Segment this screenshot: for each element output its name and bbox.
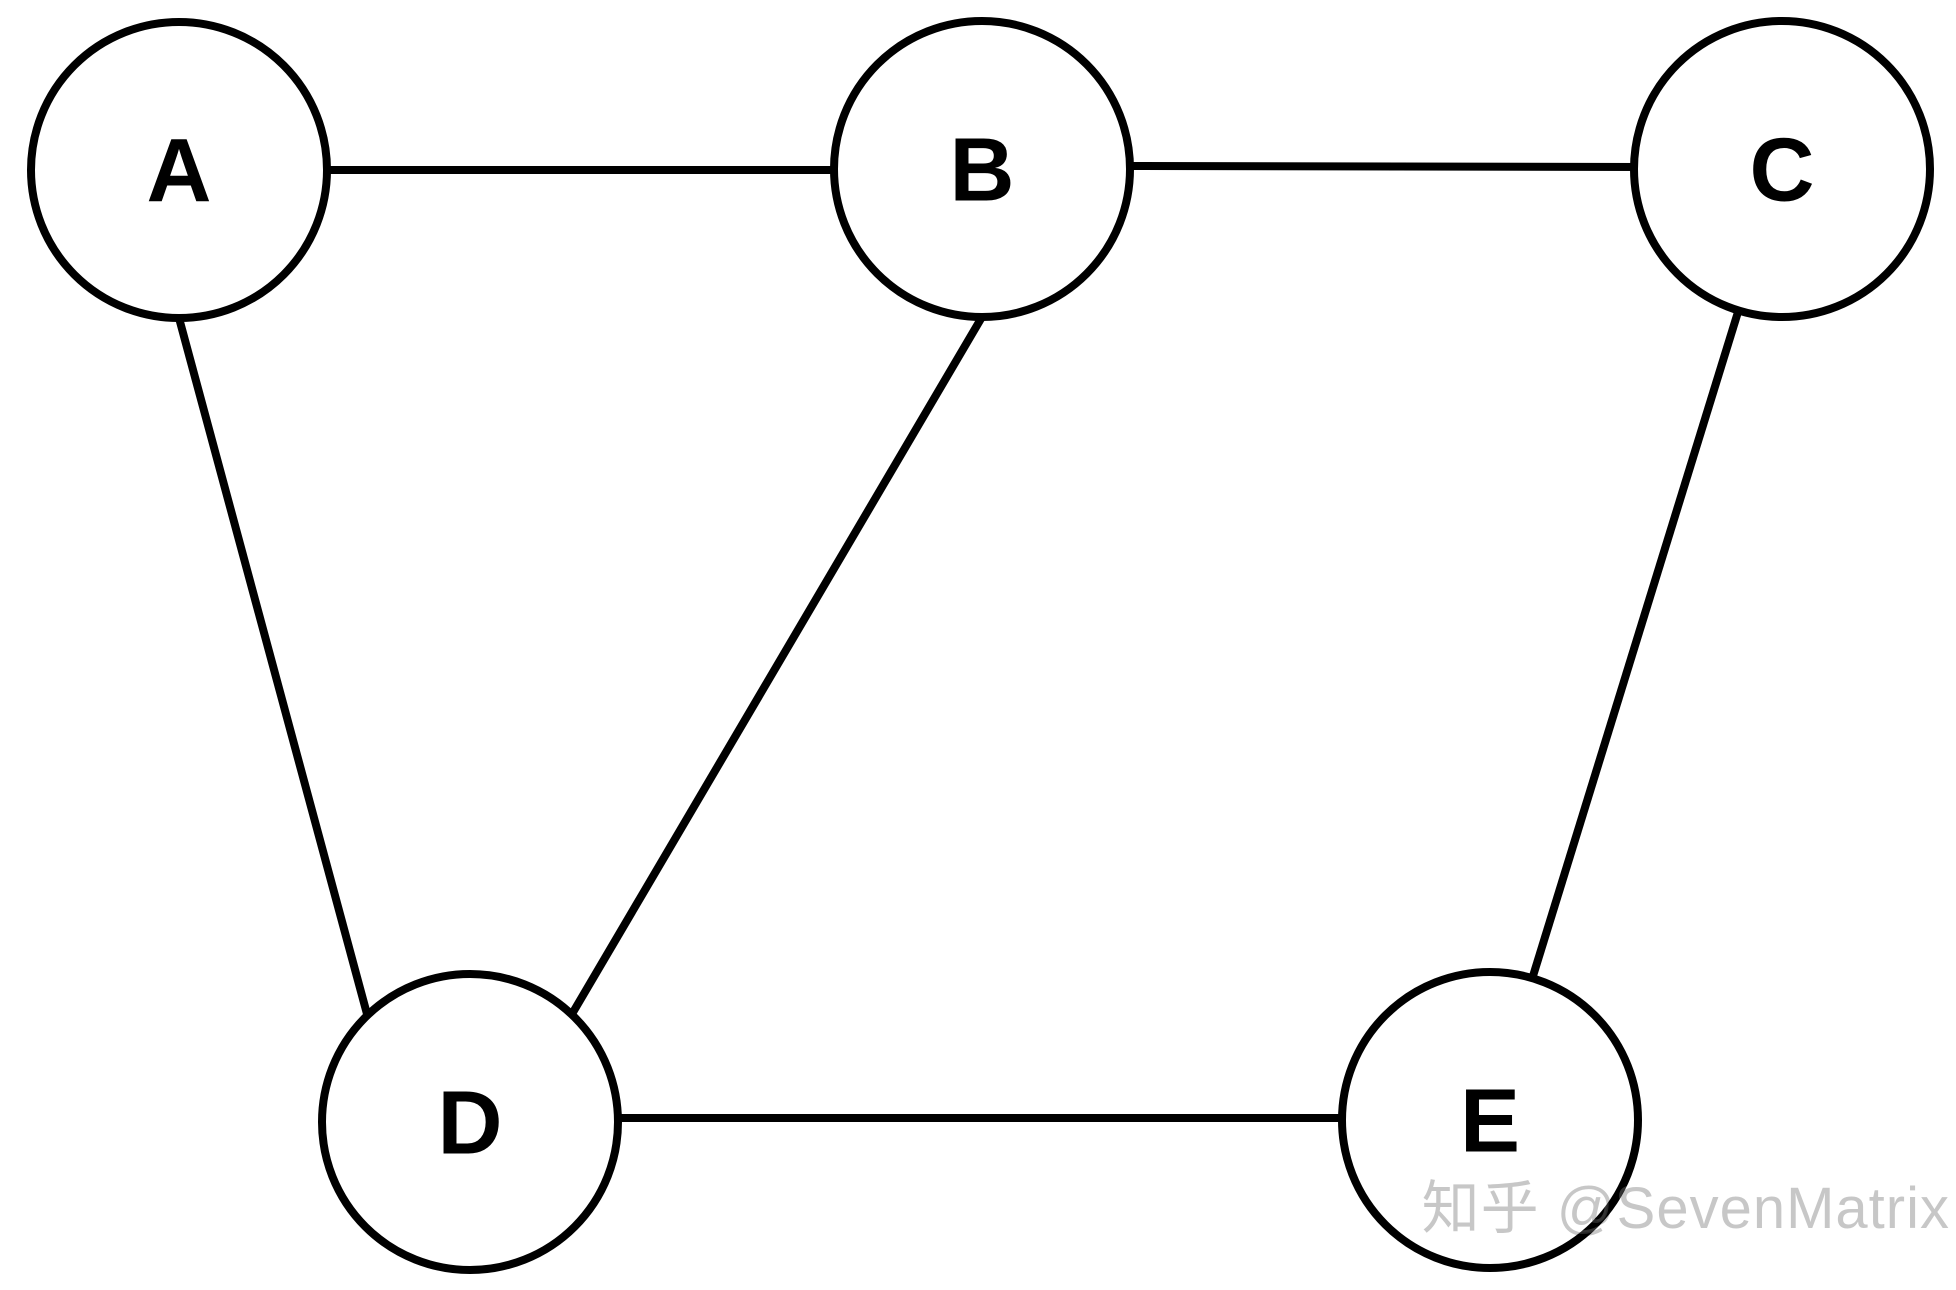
node-label-A: A <box>147 122 212 222</box>
edge-A-D <box>175 316 371 1016</box>
node-circle-D <box>318 970 622 1274</box>
nodes-layer: A B C D E <box>27 17 1934 1274</box>
edge-B-C <box>1119 162 1646 171</box>
node-A: A <box>27 18 331 322</box>
node-circle-B <box>830 17 1134 321</box>
node-B: B <box>830 17 1134 321</box>
node-D: D <box>318 970 622 1274</box>
node-label-E: E <box>1460 1072 1520 1172</box>
edge-C-E <box>1529 310 1742 978</box>
node-E: E <box>1338 968 1642 1272</box>
node-C: C <box>1630 17 1934 321</box>
node-circle-A <box>27 18 331 322</box>
edges-layer <box>175 162 1742 1122</box>
node-label-B: B <box>950 121 1015 221</box>
edge-B-D <box>568 314 986 1017</box>
watermark-text: 知乎 @SevenMatrix <box>1422 1176 1950 1241</box>
node-label-C: C <box>1750 121 1815 221</box>
node-label-D: D <box>438 1074 503 1174</box>
node-circle-E <box>1338 968 1642 1272</box>
node-circle-C <box>1630 17 1934 321</box>
